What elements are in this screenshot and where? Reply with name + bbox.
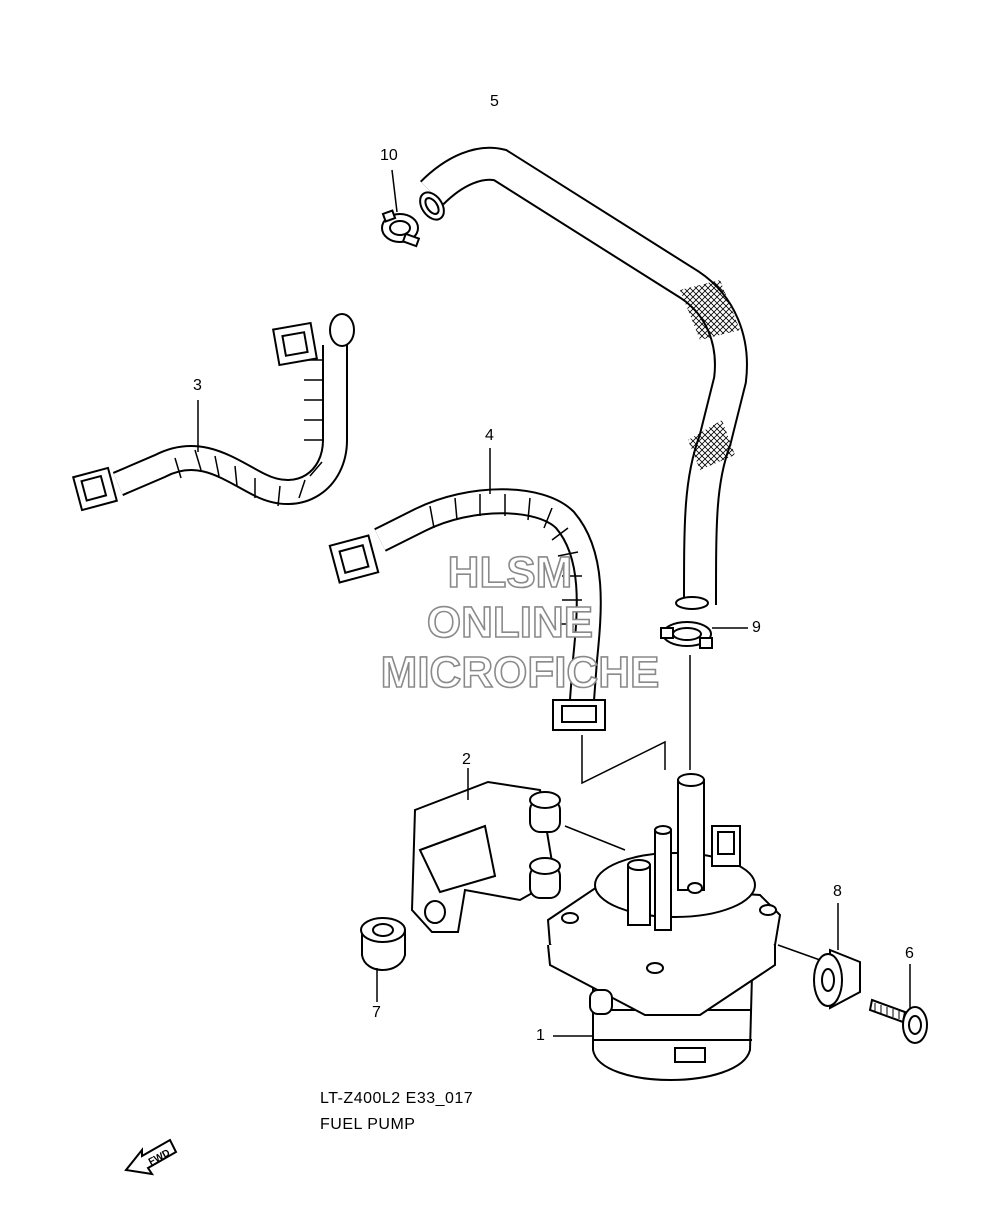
- wiring-harness-part-3: [71, 313, 355, 512]
- callout-7: 7: [372, 1004, 381, 1021]
- diagram-title: FUEL PUMP: [320, 1116, 416, 1133]
- callout-10: 10: [380, 147, 398, 164]
- callout-4: 4: [485, 427, 494, 444]
- fuel-pump-part-1: [546, 773, 782, 1081]
- grommet-part-7: [360, 917, 406, 971]
- watermark-line-2: ONLINE: [426, 597, 594, 648]
- fwd-arrow-icon: FWD: [124, 1138, 178, 1176]
- hose-clamp-part-10: [381, 209, 421, 248]
- callout-8: 8: [833, 883, 842, 900]
- callout-3: 3: [193, 377, 202, 394]
- callout-5: 5: [490, 93, 499, 110]
- callout-2: 2: [462, 751, 471, 768]
- wiring-harness-part-4: [328, 488, 606, 731]
- callout-1: 1: [536, 1027, 545, 1044]
- fuel-hose-part-5: [419, 146, 748, 610]
- callout-9: 9: [752, 619, 761, 636]
- watermark-line-3: MICROFICHE: [380, 647, 660, 698]
- diagram-code: LT-Z400L2 E33_017: [320, 1090, 474, 1107]
- hose-clamp-part-9: [660, 621, 713, 649]
- bracket-part-2: [410, 780, 561, 933]
- cushion-part-8: [813, 948, 861, 1010]
- assembly-guide-lines: [564, 655, 821, 961]
- watermark-line-1: HLSM: [447, 547, 573, 598]
- bolt-part-6: [868, 998, 928, 1044]
- callout-6: 6: [905, 945, 914, 962]
- leader-line-10: [391, 169, 398, 213]
